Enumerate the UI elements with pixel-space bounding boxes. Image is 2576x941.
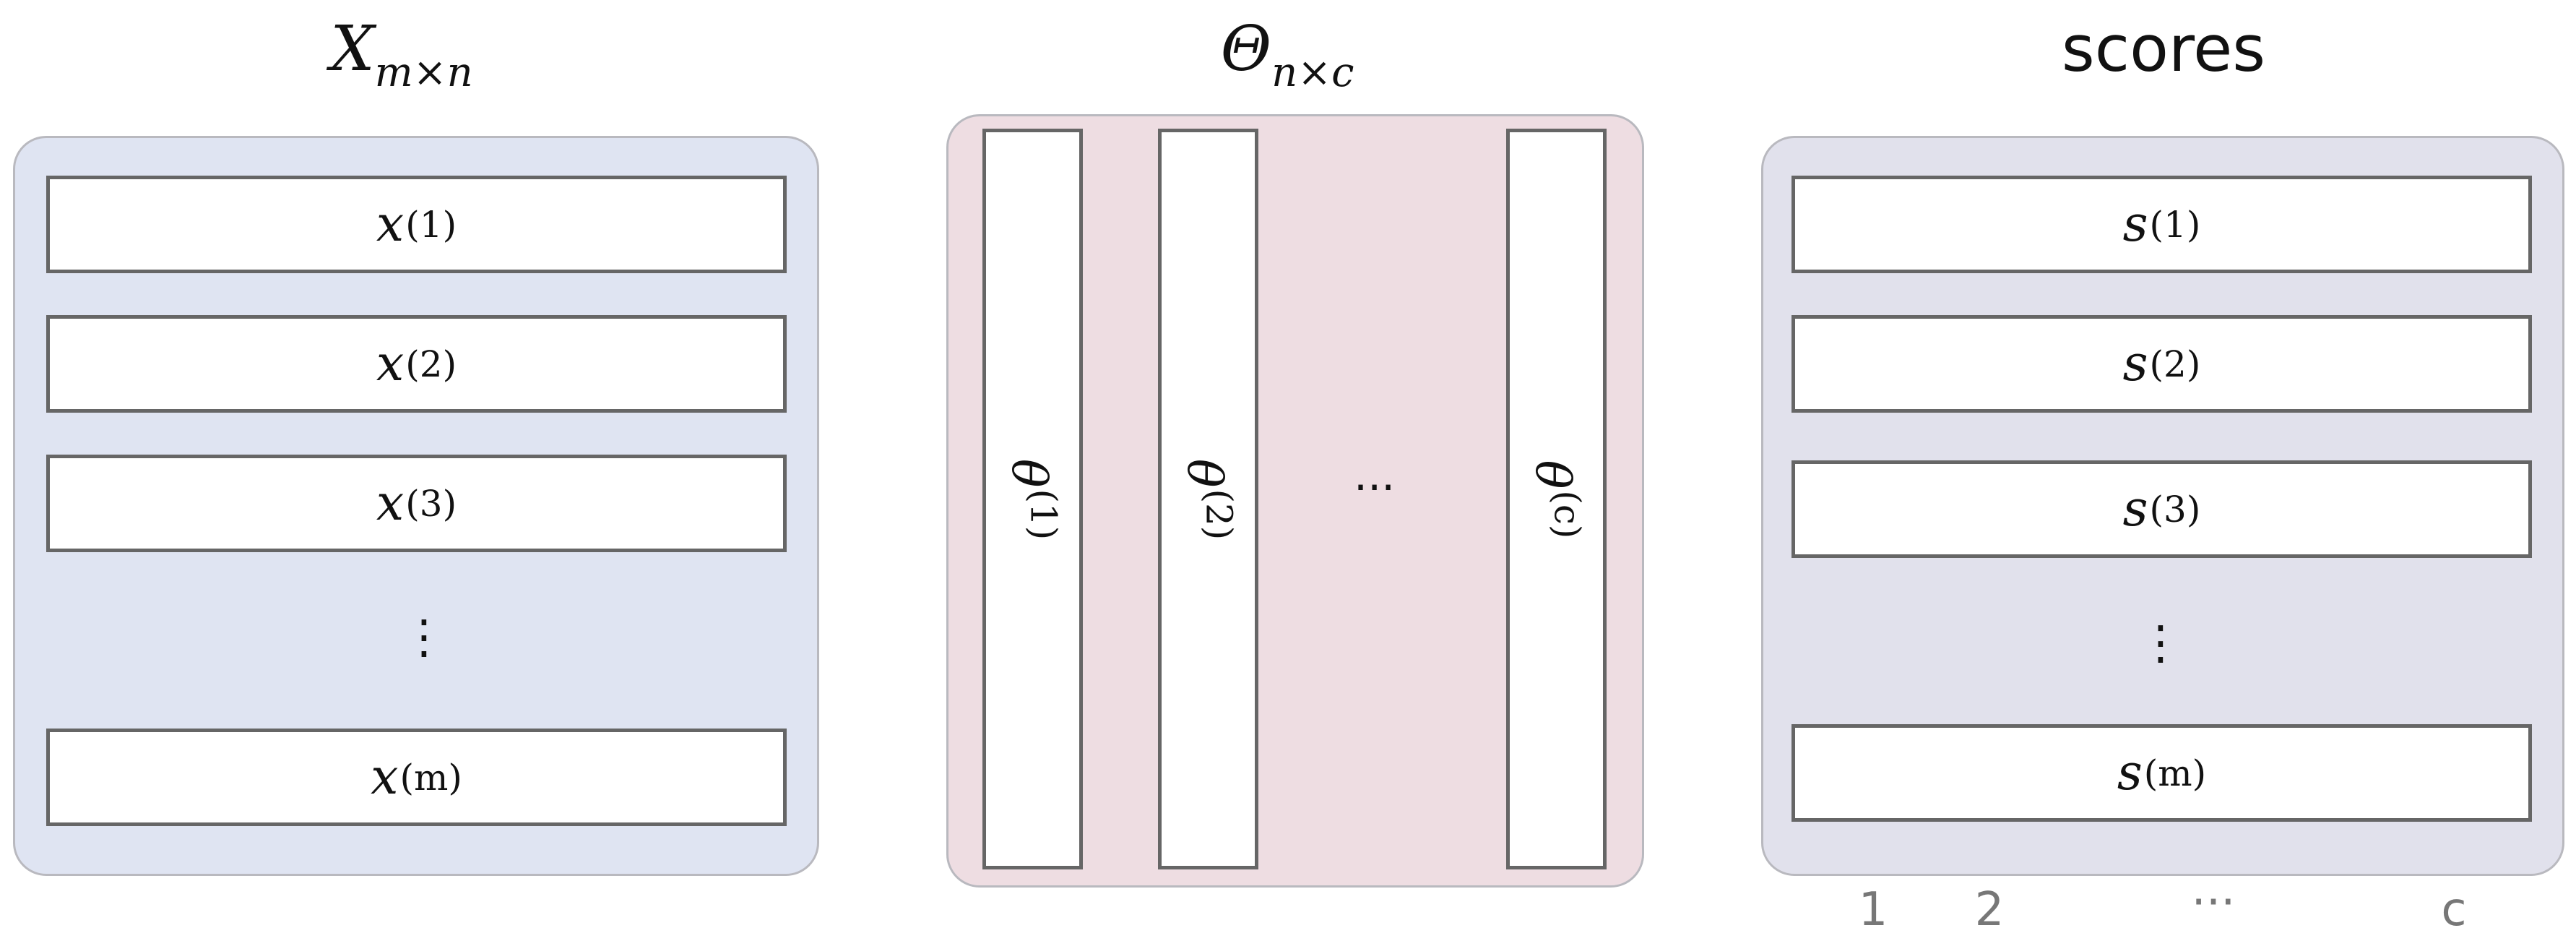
x-row-3-base: x: [376, 475, 405, 532]
x-row-1-base: x: [376, 196, 405, 253]
scores-row-m-sup: (m): [2143, 752, 2207, 794]
theta-title-main: Θ: [1220, 13, 1272, 85]
theta-horizontal-ellipsis: ···: [1354, 463, 1396, 513]
scores-row-2-base: s: [2122, 335, 2148, 392]
theta-col-1-sup: (1): [1022, 488, 1065, 540]
x-row-1: x(1): [46, 176, 787, 273]
theta-col-1: θ(1): [982, 129, 1083, 869]
x-row-2-sup: (2): [405, 343, 457, 385]
x-row-1-sup: (1): [405, 203, 457, 246]
x-vertical-ellipsis: ⋮: [401, 611, 447, 664]
x-row-m: x(m): [46, 729, 787, 826]
score-column-label-1: 1: [1858, 883, 1888, 937]
theta-col-c-base: θ: [1524, 460, 1581, 489]
x-row-m-base: x: [371, 749, 399, 806]
x-row-2: x(2): [46, 315, 787, 413]
x-row-m-sup: (m): [399, 756, 462, 799]
score-column-label-2: 2: [1974, 883, 2005, 937]
theta-col-c: θ(c): [1506, 129, 1607, 869]
theta-col-2-base: θ: [1176, 458, 1232, 487]
scores-row-1-base: s: [2122, 196, 2148, 253]
scores-row-1: s(1): [1791, 176, 2532, 273]
theta-title-sub: n×c: [1271, 49, 1354, 96]
theta-col-1-label: θ(1): [1000, 458, 1064, 540]
scores-row-2-sup: (2): [2149, 343, 2201, 385]
x-title-main: X: [330, 13, 375, 85]
scores-row-1-sup: (1): [2149, 203, 2201, 246]
theta-matrix-title: Θn×c: [1157, 6, 1417, 96]
x-title-sub: m×n: [374, 49, 473, 96]
theta-col-c-sup: (c): [1546, 489, 1589, 538]
score-column-label-c: c: [2441, 883, 2467, 937]
theta-col-c-label: θ(c): [1525, 460, 1589, 538]
scores-row-m-base: s: [2117, 744, 2143, 802]
scores-row-3: s(3): [1791, 460, 2532, 558]
theta-col-2-label: θ(2): [1176, 458, 1240, 540]
scores-row-m: s(m): [1791, 724, 2532, 822]
theta-col-2: θ(2): [1158, 129, 1258, 869]
scores-row-3-sup: (3): [2149, 488, 2201, 530]
x-row-3-sup: (3): [405, 482, 457, 525]
theta-col-1-base: θ: [1000, 458, 1057, 487]
scores-vertical-ellipsis: ⋮: [2138, 616, 2184, 670]
x-row-3: x(3): [46, 455, 787, 552]
scores-row-3-base: s: [2122, 481, 2148, 538]
x-matrix-title: Xm×n: [272, 6, 532, 96]
theta-col-2-sup: (2): [1198, 488, 1240, 540]
scores-row-2: s(2): [1791, 315, 2532, 413]
score-column-label-ellipsis: ···: [2191, 876, 2236, 929]
scores-title: scores: [2061, 12, 2266, 86]
x-row-2-base: x: [376, 335, 405, 392]
